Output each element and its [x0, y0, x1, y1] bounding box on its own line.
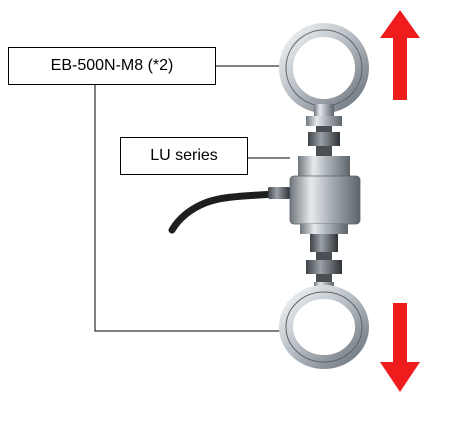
arrow-up-icon [380, 10, 420, 100]
eyebolt-label: EB-500N-M8 (*2) [8, 47, 216, 85]
arrow-down-icon [380, 303, 420, 392]
cable [168, 189, 292, 234]
leader-eyebolt-bottom [94, 85, 288, 332]
load-cell-body [289, 156, 361, 252]
bottom-eyebolt [279, 252, 369, 369]
leader-lines [94, 65, 290, 332]
top-eyebolt [279, 23, 369, 156]
load-cell-label: LU series [120, 137, 248, 175]
cable-gland [268, 187, 290, 199]
